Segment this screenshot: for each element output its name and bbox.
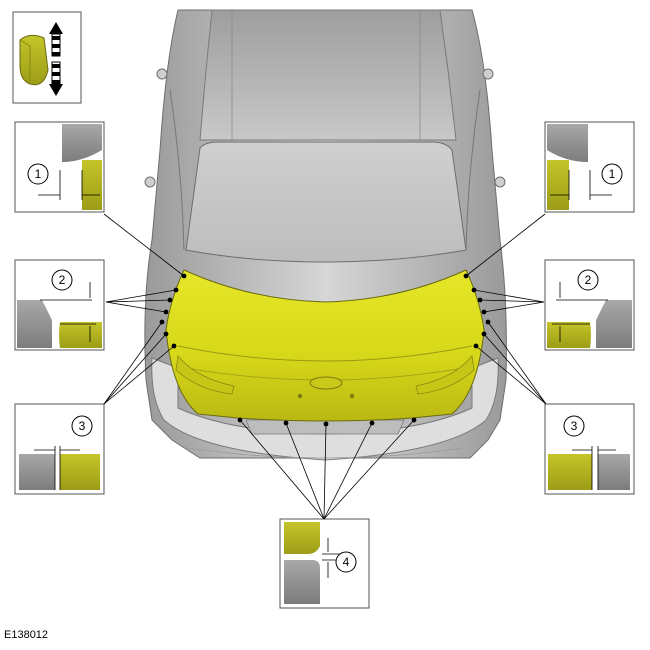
adjustment-inset: [12, 11, 82, 104]
callout-number: 1: [609, 167, 616, 181]
liftgate: [165, 269, 485, 422]
callout-number: 2: [59, 273, 66, 287]
callout-number: 4: [343, 555, 350, 569]
callout-number: 3: [571, 419, 578, 433]
detail-left-1: 1: [14, 121, 105, 213]
leader-lines: [103, 213, 547, 520]
detail-bottom-4: 4: [279, 518, 370, 609]
callout-number: 1: [35, 167, 42, 181]
detail-right-1: 1: [544, 121, 635, 213]
detail-right-3: 3: [544, 403, 635, 495]
vertical-adjust-arrow-icon: [49, 22, 63, 96]
figure-code: E138012: [4, 629, 49, 641]
callout-number: 3: [79, 419, 86, 433]
detail-left-3: 3: [14, 403, 105, 495]
detail-right-2: 2: [544, 259, 635, 351]
callout-number: 2: [585, 273, 592, 287]
rear-window: [185, 141, 467, 263]
detail-left-2: 2: [14, 259, 105, 351]
